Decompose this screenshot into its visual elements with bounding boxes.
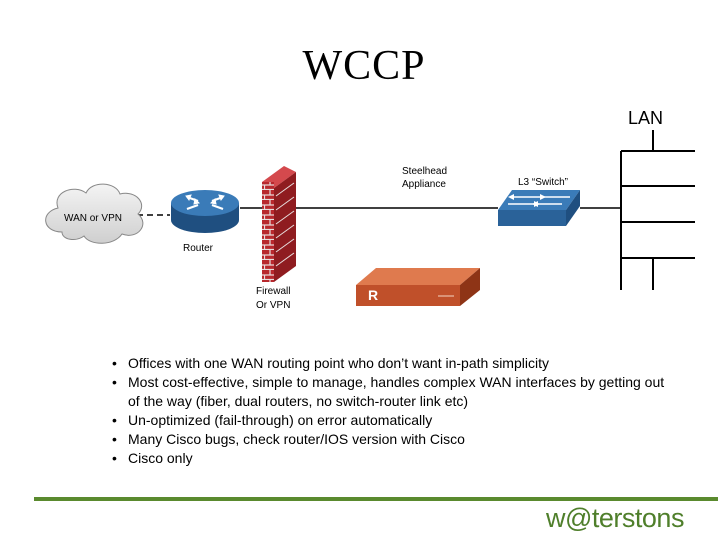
steelhead-label-line2: Appliance [402, 179, 446, 190]
firewall-label-line1: Firewall [256, 286, 291, 297]
router-icon [171, 190, 239, 233]
footer-divider [34, 497, 718, 501]
bullet-item: •Un-optimized (fail-through) on error au… [112, 412, 433, 428]
bullet-item: •Many Cisco bugs, check router/IOS versi… [112, 431, 465, 447]
slide-title: WCCP [302, 43, 426, 89]
cloud-icon [45, 183, 144, 244]
appliance-badge: R [368, 287, 379, 303]
lan-lines [620, 130, 695, 290]
firewall-label-line2: Or VPN [256, 300, 291, 311]
steelhead-label-line1: Steelhead [402, 166, 448, 177]
lan-label: LAN [628, 108, 664, 128]
firewall-icon [262, 166, 296, 282]
steelhead-appliance-icon [356, 268, 480, 306]
waterstons-logo: w@terstons [546, 503, 684, 533]
bullet-item: •Cisco only [112, 450, 193, 466]
wan-label: WAN or VPN [64, 213, 122, 224]
bullet-list: •Offices with one WAN routing point who … [110, 354, 670, 468]
router-label: Router [183, 243, 214, 254]
switch-label: L3 “Switch” [518, 177, 569, 188]
bullet-item: •Most cost-effective, simple to manage, … [112, 374, 665, 409]
switch-icon [498, 190, 580, 226]
bullet-item: •Offices with one WAN routing point who … [112, 355, 549, 371]
